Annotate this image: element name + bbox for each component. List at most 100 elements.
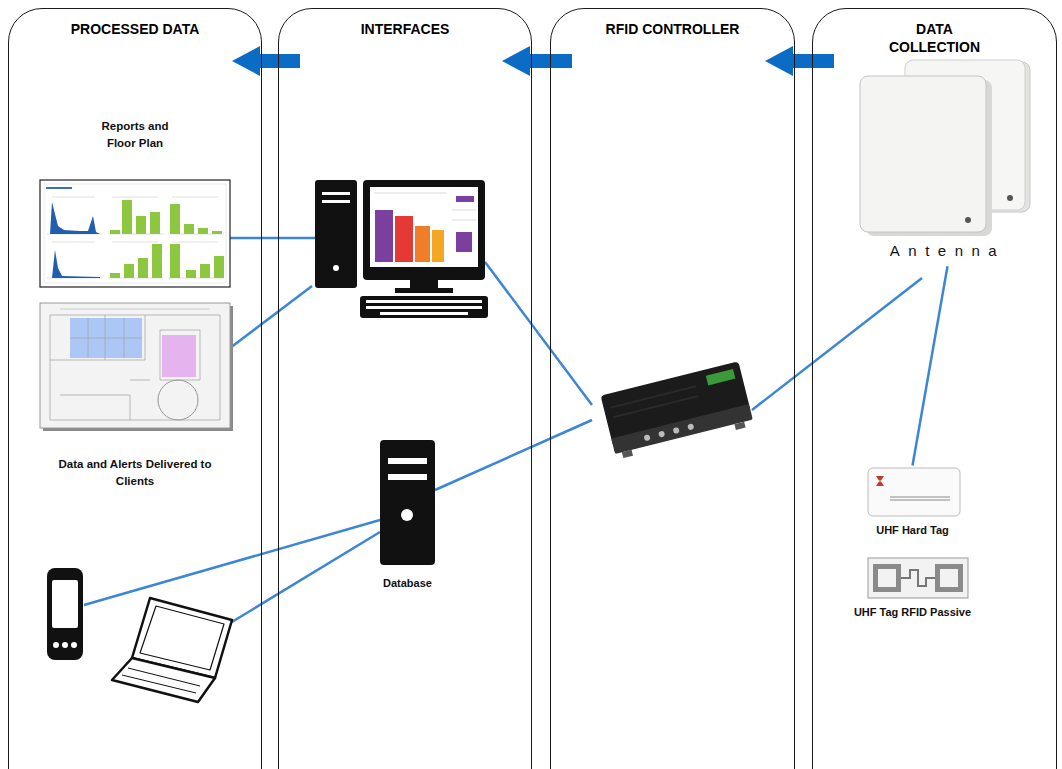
reports-image [110,273,120,278]
computer-icon [366,300,482,303]
flow-arrow [765,46,834,76]
laptop-icon [112,598,232,702]
database-icon [388,458,427,464]
rfid-controller [613,396,698,417]
reports-image [110,200,224,278]
passive-tag-icon [901,570,935,586]
hard-tag-icon [890,497,950,500]
section-label: Reports and Floor Plan [90,118,180,151]
computer-icon [395,216,413,262]
reports-image [172,197,218,198]
database-server: Database [362,437,454,597]
column-panel: RFID CONTROLLER [550,8,795,769]
antenna-icon [965,217,971,223]
reports-image [112,197,158,198]
wire [84,238,922,628]
flow-arrow [502,46,572,76]
rfid-controller [601,361,755,459]
rfid-controller [706,369,736,385]
floor-plan-image [60,309,210,310]
phone-icon [62,642,68,648]
column-heading: DATA COLLECTION [879,21,991,56]
passive-tag: UHF Tag RFID Passive [842,556,984,626]
rfid-controller [673,427,680,434]
computer-icon [395,288,453,293]
wire [230,286,312,348]
reports-image [214,256,224,278]
computer-icon [374,193,476,220]
antenna-icon [860,76,986,232]
floor-plan-image [50,315,220,420]
computer-icon [410,280,438,289]
flow-arrow [232,46,300,76]
rfid-controller [622,450,633,458]
column-panel: INTERFACESDatabase [278,8,532,769]
computer-icon [322,192,350,195]
laptop-icon [122,675,196,693]
reports-image [48,202,100,234]
column-panel: DATA COLLECTIONAntennaUHF Hard TagUHF Ta… [812,8,1057,769]
section-label: Data and Alerts Delivered to Clients [45,456,225,489]
rfid-controller [658,430,665,437]
computer-icon [363,180,485,280]
computer-icon [322,200,350,203]
passive-tag-icon [935,564,963,592]
reports-image [112,242,158,243]
floor-plan-image [40,303,233,431]
database-icon [380,440,435,565]
reports-image [122,200,132,234]
rfid-controller [643,434,650,441]
computer-icon [366,300,482,315]
floor-plan-image [50,315,145,360]
floor-plan-image [60,330,200,420]
reports-image [124,264,134,278]
passive-tag-icon [868,558,968,598]
wire [230,237,315,240]
phone-icon [47,568,83,660]
antenna-icon [860,60,1030,236]
reports-image [152,244,162,278]
floor-plan-image [50,315,220,420]
reports-image [40,180,230,287]
connector-line [913,266,948,465]
reports-image [48,250,100,278]
computer-icon [456,196,474,202]
column-heading: PROCESSED DATA [35,21,235,39]
device-label: UHF Hard Tag [876,524,949,538]
database-icon [401,509,413,521]
laptop-icon [140,606,224,670]
wire [485,262,592,405]
computer-icon [452,210,476,211]
reports-image [186,270,196,278]
passive-tag-icon [873,564,901,592]
reports-image [40,180,230,287]
phone-icon [53,642,59,648]
device-label: Database [383,577,432,591]
phone-icon [52,580,78,628]
wire [222,532,380,628]
connector-line [913,266,948,465]
reports-image [136,216,146,234]
laptop-icon [128,668,200,686]
computer-icon [360,296,488,318]
hard-tag-icon [876,476,884,486]
reports-image [198,228,208,234]
computer-icon [380,312,468,315]
reports-image [44,184,226,283]
reports-image [46,187,72,189]
reports-image [52,242,95,243]
phone-icon [47,568,83,660]
laptop-icon [112,658,215,702]
database-icon [380,440,435,565]
hard-tag-icon [868,468,960,516]
floor-plan-image [162,335,196,377]
reports-image [200,264,210,278]
column-heading: RFID CONTROLLER [573,21,773,39]
reports-image [212,231,222,234]
computer-icon [374,193,446,194]
antenna-icon [1007,195,1013,201]
hard-tag: UHF Hard Tag [842,466,984,544]
